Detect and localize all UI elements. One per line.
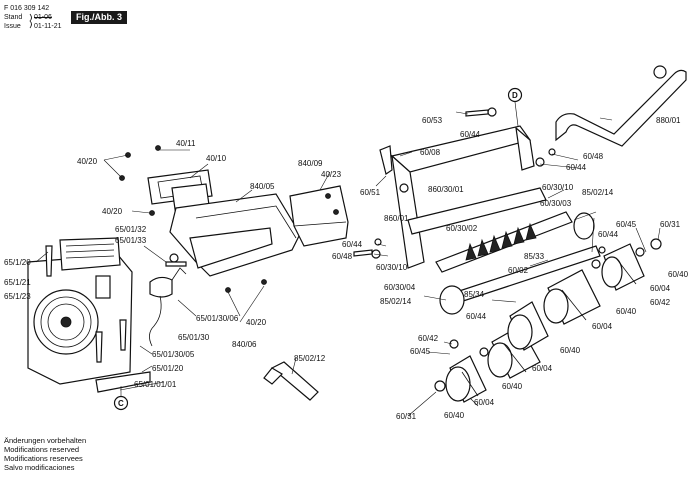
part-label: 60/45 [410,347,431,356]
issue-value: 01-11-21 [34,23,62,30]
part-label: 85/02/14 [582,188,614,197]
part-label: 85/34 [464,290,485,299]
footer-note: Modifications reserved [4,445,80,454]
part-label: 860/30/01 [428,185,464,194]
part-label: 65/1/20 [4,258,31,267]
washers [371,107,662,392]
part-label: 60/30/04 [384,283,416,292]
stand-value: 01-06 [34,14,52,21]
part-label: 60/40 [560,346,581,355]
part-label: 60/44 [342,240,363,249]
part-label: 65/1/23 [4,292,31,301]
part-label: 60/40 [668,270,689,279]
part-label: 85/33 [524,252,545,261]
part-label: 65/1/21 [4,278,31,287]
issue-label: Issue [4,23,21,30]
doc-number: F 016 309 142 [4,5,50,12]
bracket [289,185,349,247]
part-label: 65/01/30/05 [152,350,195,359]
part-label: 60/48 [332,252,353,261]
part-label: 85/02/12 [294,354,326,363]
part-label: 60/04 [532,364,553,373]
footer-note: Änderungen vorbehalten [4,436,87,445]
part-label: 60/42 [650,298,671,307]
stand-label: Stand [4,14,23,21]
part-label: 840/06 [232,340,257,349]
part-label: 60/53 [422,116,443,125]
part-label: 40/10 [206,154,227,163]
part-label: 880/01 [656,116,681,125]
part-label: 65/01/20 [152,364,184,373]
hex-key [263,361,319,401]
part-label: 60/40 [444,411,465,420]
part-label: 60/30/10 [376,263,408,272]
throttle-linkage [149,253,187,347]
tine-shaft [435,211,573,273]
part-label: 60/48 [583,152,604,161]
part-label: 60/04 [650,284,671,293]
part-label: 60/44 [460,130,481,139]
footer-notes: Änderungen vorbehalten Modifications res… [4,436,86,472]
part-label: 60/44 [566,163,587,172]
part-label: 60/30/10 [542,183,574,192]
callout-c-circle [113,395,129,411]
roller-segments [445,243,645,403]
part-label: 60/45 [616,220,637,229]
part-label: 840/05 [250,182,275,191]
engine-assembly [27,237,151,393]
part-label: 65/01/32 [115,225,147,234]
part-label: 60/08 [420,148,441,157]
part-label: 60/51 [360,188,381,197]
part-label: 60/44 [598,230,619,239]
part-label: 60/44 [466,312,487,321]
figure-label: Fig./Abb. 3 [71,11,127,24]
callout-d: D [512,91,518,100]
part-label: 40/23 [321,170,342,179]
part-label: 65/01/30/06 [196,314,239,323]
callout-c: C [118,399,124,408]
belt-guard [169,193,301,277]
part-label: 60/31 [660,220,681,229]
part-label: 40/11 [176,139,196,148]
part-label: 65/01/30 [178,333,210,342]
part-label: 840/09 [298,159,323,168]
part-label: 60/04 [592,322,613,331]
bolts [45,109,489,363]
callout-d-circle [507,87,523,103]
handle [555,65,687,147]
leader-lines [35,111,661,417]
part-label: 60/40 [502,382,523,391]
frame [379,125,547,269]
part-label: 60/42 [418,334,439,343]
part-label: 40/20 [77,157,98,166]
part-label: 40/20 [102,207,123,216]
part-label: 60/02 [508,266,529,275]
part-label: 60/31 [396,412,417,421]
part-label: 60/04 [474,398,495,407]
header-brace [29,13,32,29]
footer-note: Salvo modificaciones [4,463,75,472]
footer-note: Modifications reservees [4,454,83,463]
part-label: 65/01/01/01 [134,380,177,389]
part-label: 65/01/33 [115,236,147,245]
part-label: 860/01 [384,214,409,223]
roller-shaft [439,212,601,315]
part-label: 40/20 [246,318,267,327]
part-label: 85/02/14 [380,297,412,306]
part-label: 60/30/03 [540,199,572,208]
part-label: 60/30/02 [446,224,478,233]
part-label: 60/40 [616,307,637,316]
